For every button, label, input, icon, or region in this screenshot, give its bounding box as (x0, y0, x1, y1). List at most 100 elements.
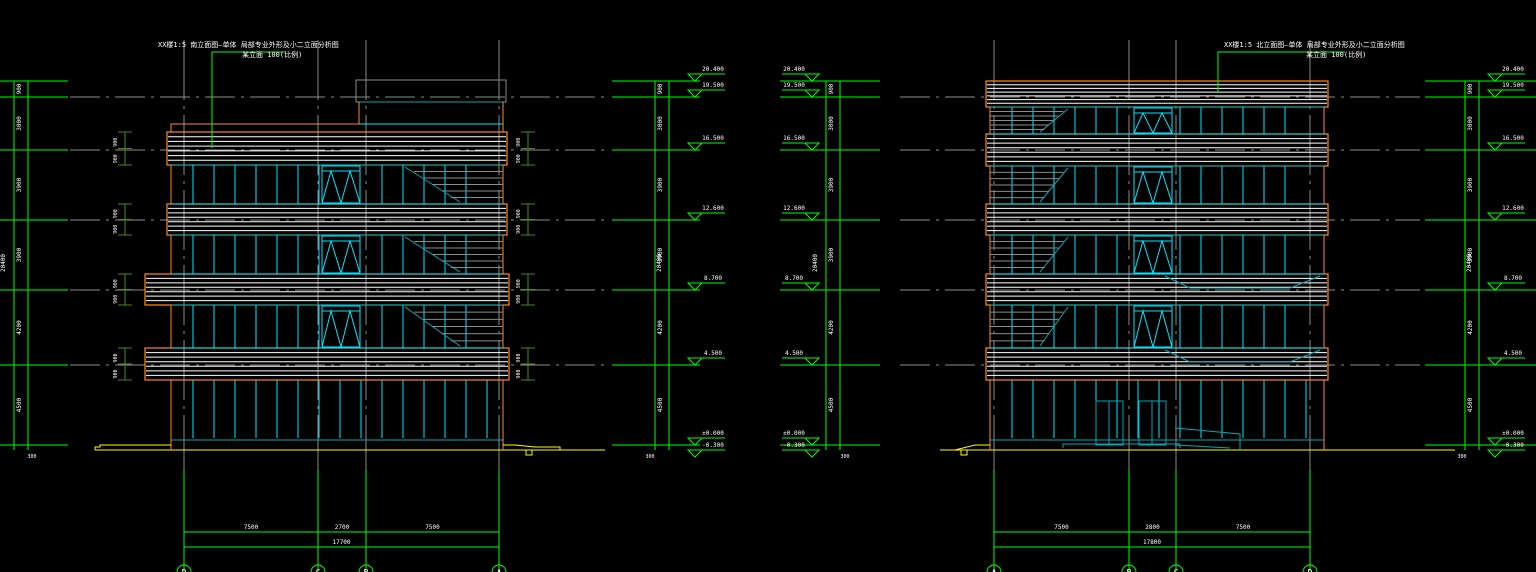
storey-height-label: 4200 (1467, 320, 1474, 335)
axis-label-D: D (182, 568, 187, 572)
axis-label-A: A (992, 568, 997, 572)
axis-label-D: D (1308, 568, 1313, 572)
bay-dimension-label: 7500 (244, 524, 259, 531)
storey-height-label: 900 (16, 83, 23, 94)
slab-thickness-dim (118, 203, 132, 236)
bay-dimension-label: 2700 (335, 524, 350, 531)
level-mark-3-label: 12.600 (702, 205, 724, 212)
slab-thickness-label: 900 (516, 279, 522, 288)
right-drawing-subtitle: 某立面 100(比例) (1306, 50, 1366, 59)
stair-glyph (1133, 170, 1173, 205)
left-ramp (94, 444, 171, 450)
canopy-line (1164, 349, 1321, 363)
left-drawing-title: XX楼1:5 南立面图—单体 局部专业外形及小二立面分析图 (158, 40, 339, 49)
slab-thickness-label: 900 (113, 295, 119, 304)
level-mark-6-marker (686, 437, 704, 446)
level-mark-7-marker (686, 449, 704, 458)
slab-thickness-label: 900 (113, 138, 119, 147)
slab-thickness-label: 900 (516, 353, 522, 362)
level-mark-1-label: 19.500 (702, 82, 724, 89)
right-elevation-drawing: ABCD750028007500178009003000390039004200… (780, 40, 1536, 572)
level-mark-7-label: -0.300 (1502, 442, 1524, 449)
right-drawing-title: XX楼1:5 北立面图—单体 局部专业外形及小二立面分析图 (1224, 40, 1405, 49)
axis-label-B: B (364, 568, 369, 572)
level-mark-0-label: 20.400 (702, 66, 724, 73)
slab-thickness-label: 900 (113, 279, 119, 288)
level-mark-2-label: 16.500 (783, 135, 805, 142)
entrance-steps (1062, 443, 1181, 448)
level-mark-4-label: 8.700 (704, 275, 722, 282)
storey-height-label: 4500 (828, 397, 835, 412)
storey-height-label: 900 (657, 83, 664, 94)
level-mark-6-label: ±0.000 (702, 430, 724, 437)
ground-floor-outline (989, 380, 1325, 450)
ground-offset-label: 300 (840, 454, 849, 460)
total-height-label: 20400 (0, 254, 7, 272)
slab-thickness-label: 900 (113, 225, 119, 234)
level-mark-5-label: 4.500 (1504, 350, 1522, 357)
axis-bubble (986, 564, 1002, 572)
slab-thickness-dim (521, 131, 535, 166)
stair-glyph (1133, 239, 1173, 275)
ground-offset-label: 300 (645, 454, 654, 460)
level-mark-3-marker (803, 212, 821, 221)
slab-thickness-label: 900 (516, 225, 522, 234)
title-leader-line (1217, 51, 1345, 92)
level-mark-1-marker (1486, 89, 1504, 98)
bay-dimension-label: 7500 (425, 524, 440, 531)
level-mark-2-marker (803, 142, 821, 151)
axis-label-C: C (316, 568, 321, 572)
slab-thickness-dim (118, 347, 132, 381)
stair-glyph (321, 309, 361, 349)
level-mark-7-label: -0.300 (702, 442, 724, 449)
storey-height-label: 3900 (828, 247, 835, 262)
ground-floor-glazing (989, 379, 1325, 441)
level-mark-1-label: 19.500 (783, 82, 805, 89)
level-mark-3-label: 12.600 (1502, 205, 1524, 212)
title-leader-line (211, 51, 285, 148)
level-mark-0-label: 20.400 (1502, 66, 1524, 73)
storey-height-label: 4200 (657, 320, 664, 335)
storey-height-label: 3000 (1467, 116, 1474, 131)
storey-height-label: 3900 (16, 177, 23, 192)
level-mark-7-label: -0.300 (783, 442, 805, 449)
level-mark-1-marker (686, 89, 704, 98)
stair-glyph (1133, 309, 1173, 349)
slab-thickness-dim (521, 203, 535, 236)
slab-thickness-label: 900 (516, 295, 522, 304)
right-ramp (503, 444, 561, 450)
slab-thickness-dim (118, 273, 132, 306)
roof-parapet (170, 101, 504, 132)
total-height-label: 20400 (656, 254, 663, 272)
axis-bubble (358, 564, 374, 572)
penthouse-outline (355, 79, 507, 103)
level-mark-6-marker (1486, 437, 1504, 446)
level-mark-5-marker (803, 357, 821, 366)
drain-pit (960, 449, 968, 456)
slab-thickness-label: 900 (113, 209, 119, 218)
ground-offset-label: 300 (27, 454, 36, 460)
axis-bubble (310, 564, 326, 572)
level-mark-3-marker (686, 212, 704, 221)
level-mark-0-marker (1486, 73, 1504, 82)
stair-glyph (1133, 111, 1173, 135)
axis-label-C: C (1174, 568, 1179, 572)
storey-height-label: 3900 (16, 247, 23, 262)
storey-height-label: 3900 (657, 177, 664, 192)
level-mark-6-label: ±0.000 (1502, 430, 1524, 437)
storey-height-label: 3000 (828, 116, 835, 131)
bay-dimension-label: 2800 (1145, 524, 1160, 531)
level-mark-4-label: 8.700 (1504, 275, 1522, 282)
storey-height-label: 3900 (828, 177, 835, 192)
level-mark-3-label: 12.600 (783, 205, 805, 212)
slab-thickness-label: 900 (516, 369, 522, 378)
axis-label-B: B (1127, 568, 1132, 572)
stair-glyph (321, 169, 361, 205)
axis-bubble (1302, 564, 1318, 572)
storey-height-label: 4500 (657, 397, 664, 412)
total-dimension-label: 17800 (1143, 539, 1161, 546)
slab-thickness-label: 900 (516, 138, 522, 147)
bay-dimension-label: 7500 (1236, 524, 1251, 531)
storey-height-label: 3000 (16, 116, 23, 131)
